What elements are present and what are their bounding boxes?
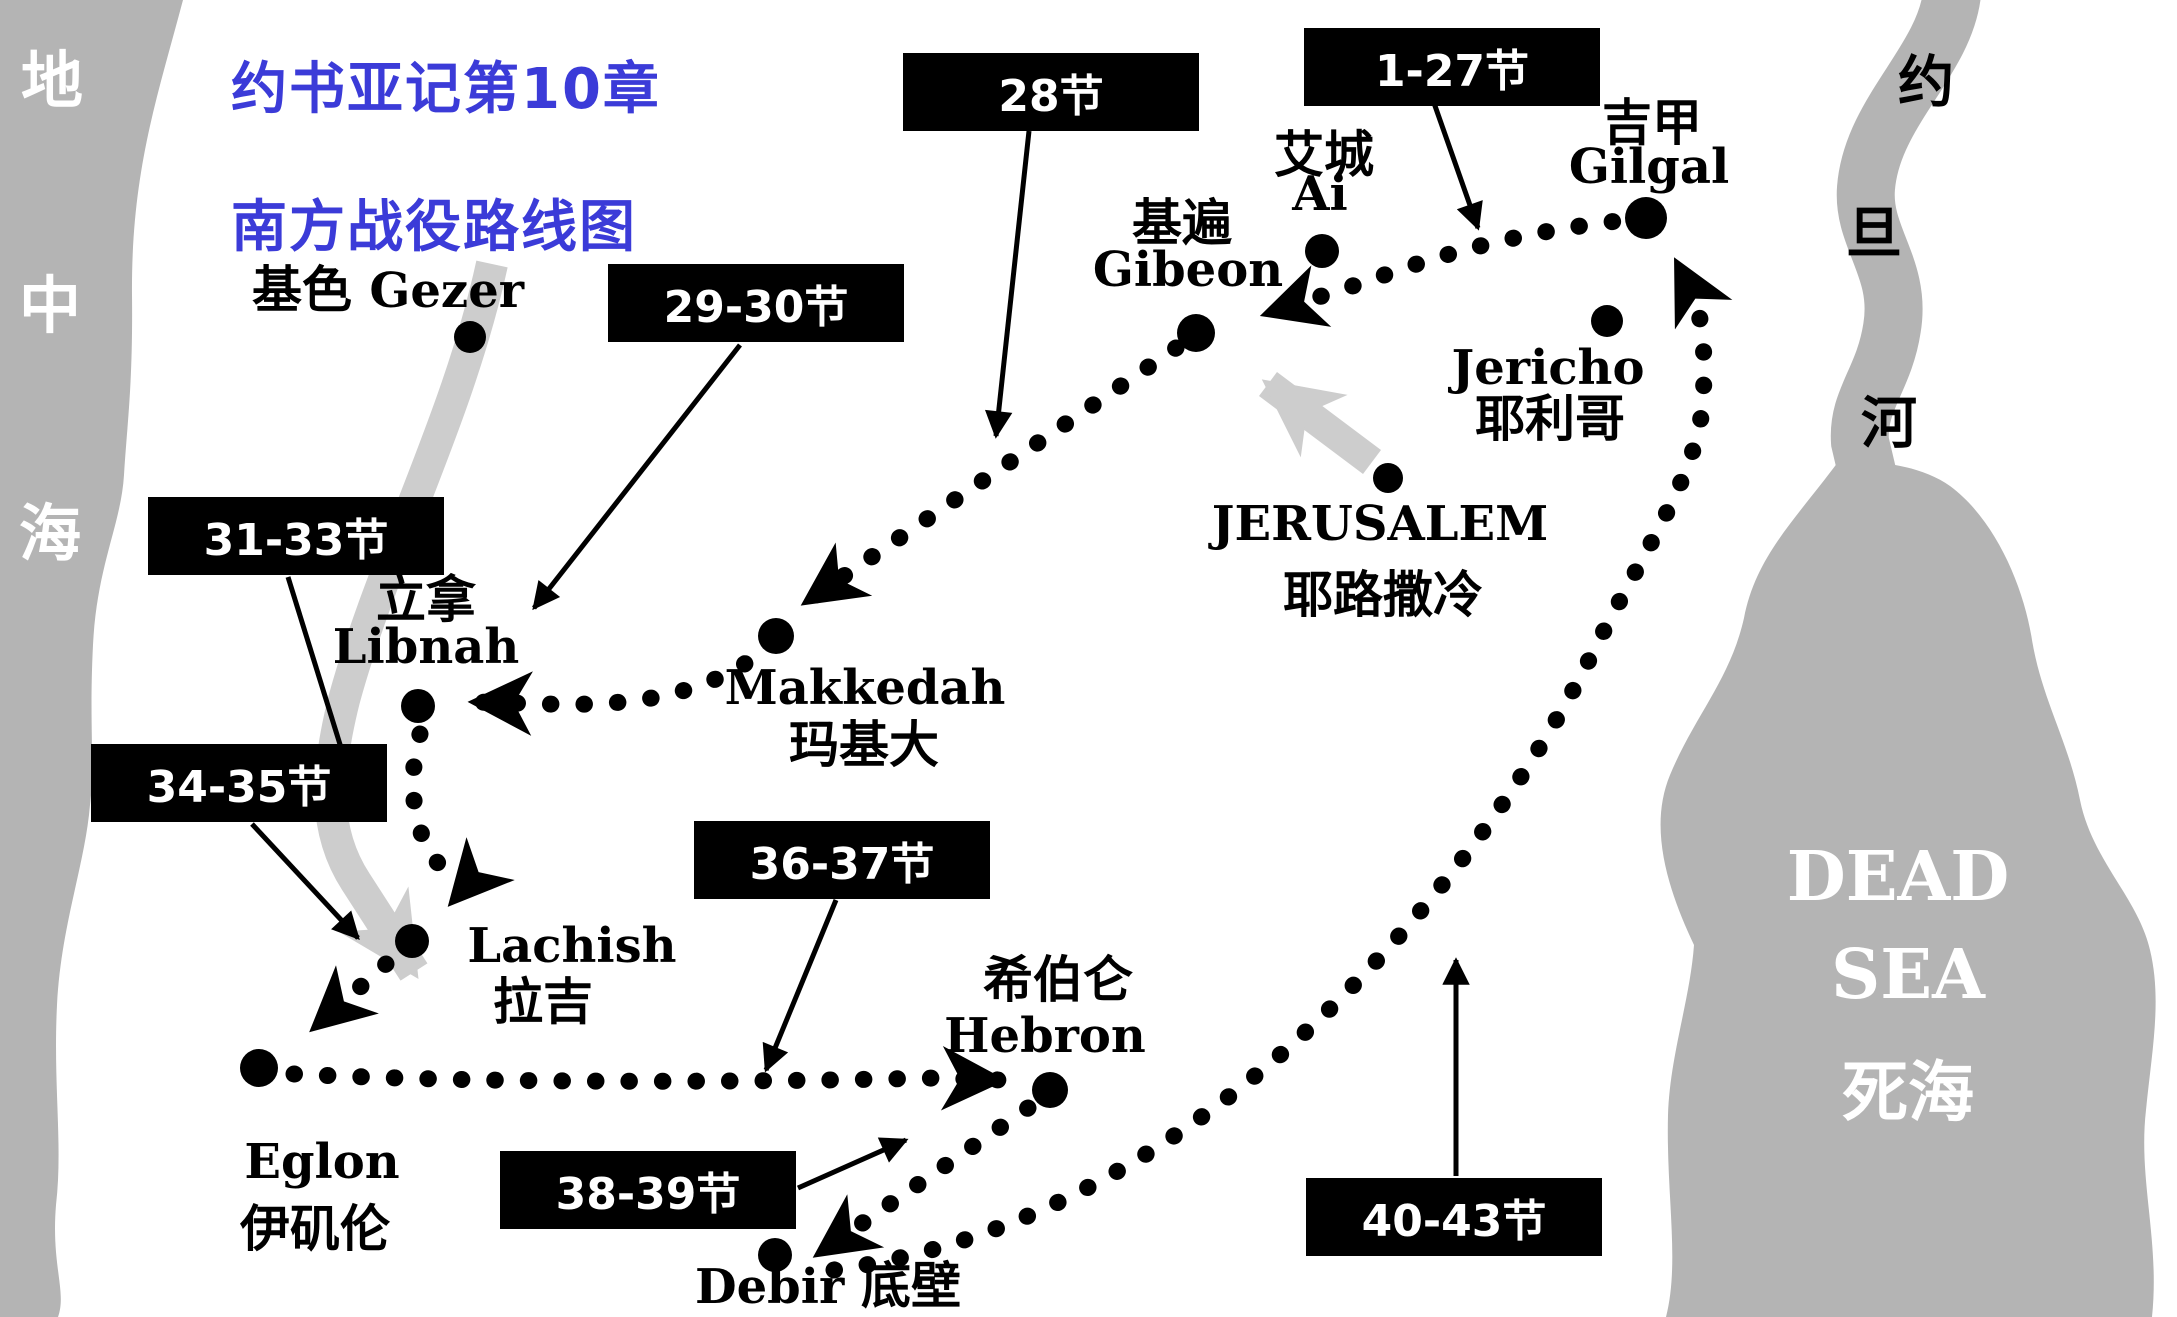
city-dot-debir — [758, 1238, 792, 1272]
city-label-eglon-en: Eglon — [244, 1134, 400, 1190]
city-label-gilgal-0: 吉甲 — [1602, 83, 1702, 155]
city-label-makkedah-0: Makkedah — [725, 660, 1006, 716]
route-gibeon-makkedah — [797, 339, 1185, 611]
city-label-libnah-en: Libnah — [332, 619, 520, 675]
jordan-river-label-1: 旦 — [1846, 201, 1902, 267]
city-label-ai-1: Ai — [1292, 166, 1347, 222]
dead-sea-label-1: SEA — [1831, 935, 1985, 1015]
mediterranean-sea-shape — [0, 0, 183, 1317]
city-label-lachish-en: Lachish — [467, 918, 677, 974]
city-label-hebron-en: Hebron — [944, 1008, 1146, 1064]
verse-box-34-35节: 34-35节 — [91, 744, 387, 822]
verse-arrow-38-39节 — [796, 1137, 909, 1191]
city-label-jerusalem-1: 耶路撒冷 — [1283, 555, 1483, 627]
dead-sea-shape — [1660, 461, 2156, 1317]
verse-arrow-1-27节 — [1431, 102, 1483, 231]
route-eglon-hebron — [285, 1045, 1009, 1111]
verse-box-38-39节: 38-39节 — [500, 1151, 796, 1229]
gray-arrow-gezer-to-lachish — [314, 260, 508, 981]
verse-arrow-29-30节 — [532, 343, 742, 611]
city-label-jericho-0: Jericho — [1452, 340, 1645, 396]
city-label-gezer-0: 基色 Gezer — [252, 250, 524, 322]
route-hebron-debir — [809, 1099, 1037, 1263]
route-libnah-lachish — [404, 725, 515, 911]
verse-box-29-30节: 29-30节 — [608, 264, 904, 342]
verse-box-40-43节: 40-43节 — [1306, 1178, 1602, 1256]
gray-arrow-jerusalem-to-gibeon — [1259, 372, 1381, 474]
verse-box-36-37节: 36-37节 — [694, 821, 990, 899]
city-label-ai-cn: 艾城 — [1274, 126, 1374, 184]
city-label-gezer-cn: 基色 — [251, 261, 370, 319]
verse-box-28节: 28节 — [903, 53, 1199, 131]
city-label-jerusalem-cn: 耶路撒冷 — [1283, 566, 1483, 624]
city-dot-jerusalem — [1373, 463, 1403, 493]
city-label-jerusalem-0: JERUSALEM — [1212, 496, 1548, 552]
city-label-lachish-0: Lachish — [467, 918, 676, 974]
city-label-makkedah-1: 玛基大 — [789, 705, 939, 777]
city-label-eglon-cn: 伊矶伦 — [240, 1200, 390, 1258]
city-dot-gezer — [454, 321, 486, 353]
city-label-jericho-en: Jericho — [1451, 340, 1645, 396]
mediterranean-sea-label-2: 海 — [18, 497, 82, 570]
city-label-makkedah-cn: 玛基大 — [789, 716, 939, 774]
mediterranean-sea-label-1: 中 — [18, 269, 82, 342]
city-label-ai-0: 艾城 — [1274, 115, 1374, 187]
city-label-gibeon-en: Gibeon — [1092, 242, 1284, 298]
route-debir-gilgal-return — [825, 254, 1733, 1279]
city-label-gibeon-0: 基遍 — [1132, 183, 1232, 255]
city-label-gibeon-1: Gibeon — [1093, 242, 1283, 298]
jordan-river-label-0: 约 — [1898, 50, 1954, 116]
city-dot-jericho — [1591, 305, 1623, 337]
verse-box-31-33节: 31-33节 — [148, 497, 444, 575]
city-dot-gibeon — [1177, 314, 1215, 352]
verse-arrow-34-35节 — [250, 822, 360, 941]
city-label-makkedah-en: Makkedah — [724, 660, 1006, 716]
city-label-eglon-1: 伊矶伦 — [240, 1189, 390, 1261]
mediterranean-sea-label-0: 地 — [20, 44, 84, 117]
city-label-gezer-en: Gezer — [369, 263, 525, 319]
city-dot-eglon — [240, 1049, 278, 1087]
verse-arrow-36-37节 — [762, 899, 839, 1073]
city-label-hebron-1: Hebron — [944, 1008, 1146, 1064]
city-label-libnah-1: Libnah — [333, 619, 519, 675]
city-label-gilgal-cn: 吉甲 — [1602, 94, 1702, 152]
city-dot-makkedah — [758, 618, 794, 654]
city-label-debir-cn: 底壁 — [860, 1257, 961, 1315]
city-dot-gilgal — [1625, 197, 1667, 239]
jordan-river-shape — [1830, 0, 1981, 483]
jordan-river-label-2: 河 — [1861, 391, 1917, 457]
city-label-debir-en: Debir — [695, 1259, 861, 1315]
dead-sea-label-0: DEAD — [1786, 837, 2010, 917]
city-label-lachish-1: 拉吉 — [493, 962, 593, 1034]
city-label-jericho-cn: 耶利哥 — [1475, 390, 1625, 448]
city-dot-lachish — [395, 924, 429, 958]
city-label-ai-en: Ai — [1292, 166, 1348, 222]
city-dot-libnah — [401, 689, 435, 723]
city-label-debir-0: Debir 底壁 — [695, 1246, 961, 1317]
city-label-hebron-0: 希伯仑 — [983, 940, 1133, 1012]
map-title-line1: 约书亚记第10章 — [231, 57, 661, 122]
city-label-hebron-cn: 希伯仑 — [983, 951, 1133, 1009]
map-title-line2: 南方战役路线图 — [231, 195, 637, 260]
city-label-gilgal-en: Gilgal — [1568, 139, 1730, 195]
verse-box-1-27节: 1-27节 — [1304, 28, 1600, 106]
verse-arrow-28节 — [984, 130, 1032, 439]
route-makkedah-libnah — [465, 635, 781, 736]
city-label-gilgal-1: Gilgal — [1569, 139, 1729, 195]
city-label-jerusalem-en: JERUSALEM — [1211, 496, 1549, 552]
city-label-gibeon-cn: 基遍 — [1132, 194, 1232, 252]
city-label-jericho-1: 耶利哥 — [1475, 379, 1625, 451]
city-label-libnah-cn: 立拿 — [376, 571, 476, 629]
dead-sea-label-2: 死海 — [1842, 1054, 1974, 1131]
city-dot-ai — [1305, 234, 1339, 268]
route-gilgal-gibeon — [1257, 209, 1655, 327]
city-label-eglon-0: Eglon — [244, 1134, 399, 1190]
city-label-libnah-0: 立拿 — [376, 560, 476, 632]
city-dot-hebron — [1032, 1072, 1068, 1108]
city-label-lachish-cn: 拉吉 — [493, 973, 593, 1031]
